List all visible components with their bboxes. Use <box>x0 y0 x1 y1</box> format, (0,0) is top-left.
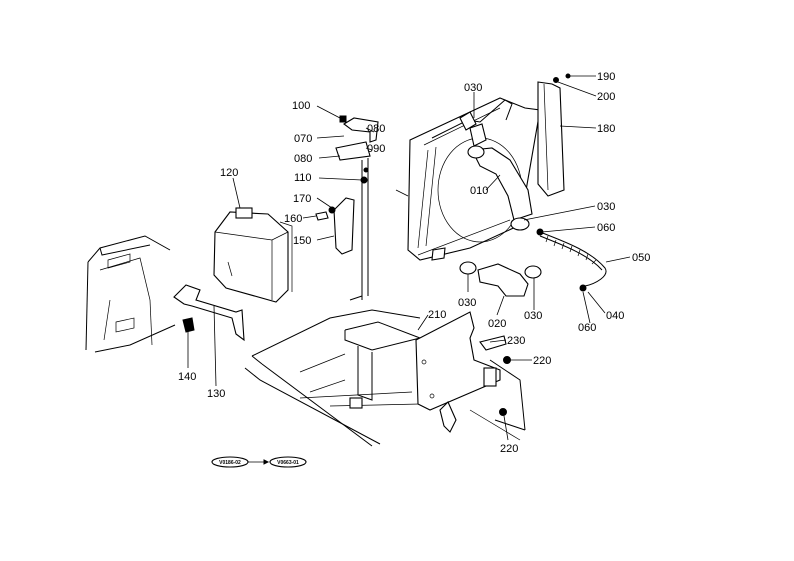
part-label-220-bottom[interactable]: 220 <box>500 443 518 455</box>
part-label-070[interactable]: 070 <box>294 133 312 145</box>
coolant-reservoir-tank <box>213 207 293 303</box>
part-label-170[interactable]: 170 <box>293 193 311 205</box>
leader-lines <box>187 75 631 441</box>
part-label-180[interactable]: 180 <box>597 123 615 135</box>
tractor-body-outline <box>85 235 176 353</box>
part-label-120[interactable]: 120 <box>220 167 238 179</box>
bolt-140 <box>182 317 195 333</box>
part-label-030-top[interactable]: 030 <box>464 82 482 94</box>
part-labels: 010 020 030 030 030 030 040 050 060 060 … <box>178 71 650 455</box>
part-label-200[interactable]: 200 <box>597 91 615 103</box>
bracket-150 <box>328 197 355 255</box>
lower-hose <box>459 261 542 297</box>
part-label-080-left[interactable]: 080 <box>294 153 312 165</box>
serial-range: V0186-02 V0663-01 <box>211 456 307 468</box>
part-label-020[interactable]: 020 <box>488 318 506 330</box>
part-label-060-bottom[interactable]: 060 <box>578 322 596 334</box>
radiator-core <box>407 97 541 261</box>
part-label-030-right[interactable]: 030 <box>597 201 615 213</box>
part-label-150[interactable]: 150 <box>293 235 311 247</box>
part-label-050[interactable]: 050 <box>632 252 650 264</box>
chassis-frame <box>244 309 526 447</box>
shield-plate <box>415 311 511 433</box>
part-label-160[interactable]: 160 <box>284 213 302 225</box>
part-label-010[interactable]: 010 <box>470 185 488 197</box>
stay-rod <box>335 115 379 301</box>
part-label-100[interactable]: 100 <box>292 100 310 112</box>
part-label-030-bottom-left[interactable]: 030 <box>458 297 476 309</box>
serial-to: V0663-01 <box>277 460 299 466</box>
serial-from: V0186-02 <box>219 460 241 466</box>
part-label-090[interactable]: 090 <box>367 143 385 155</box>
overflow-hose <box>536 228 607 292</box>
bolt-160 <box>315 211 329 221</box>
upper-hose <box>471 147 533 221</box>
tank-bracket <box>173 284 245 342</box>
hose-clamp-030-upper <box>467 145 530 231</box>
part-label-140[interactable]: 140 <box>178 371 196 383</box>
radiator-side-panel <box>537 73 571 197</box>
part-label-040[interactable]: 040 <box>606 310 624 322</box>
part-label-080-right[interactable]: 080 <box>367 123 385 135</box>
part-label-190[interactable]: 190 <box>597 71 615 83</box>
part-label-030-bottom-right[interactable]: 030 <box>524 310 542 322</box>
part-label-060-right[interactable]: 060 <box>597 222 615 234</box>
part-label-220-right[interactable]: 220 <box>533 355 551 367</box>
part-label-210[interactable]: 210 <box>428 309 446 321</box>
part-label-130[interactable]: 130 <box>207 388 225 400</box>
part-label-110[interactable]: 110 <box>294 172 312 184</box>
part-label-230[interactable]: 230 <box>507 335 525 347</box>
